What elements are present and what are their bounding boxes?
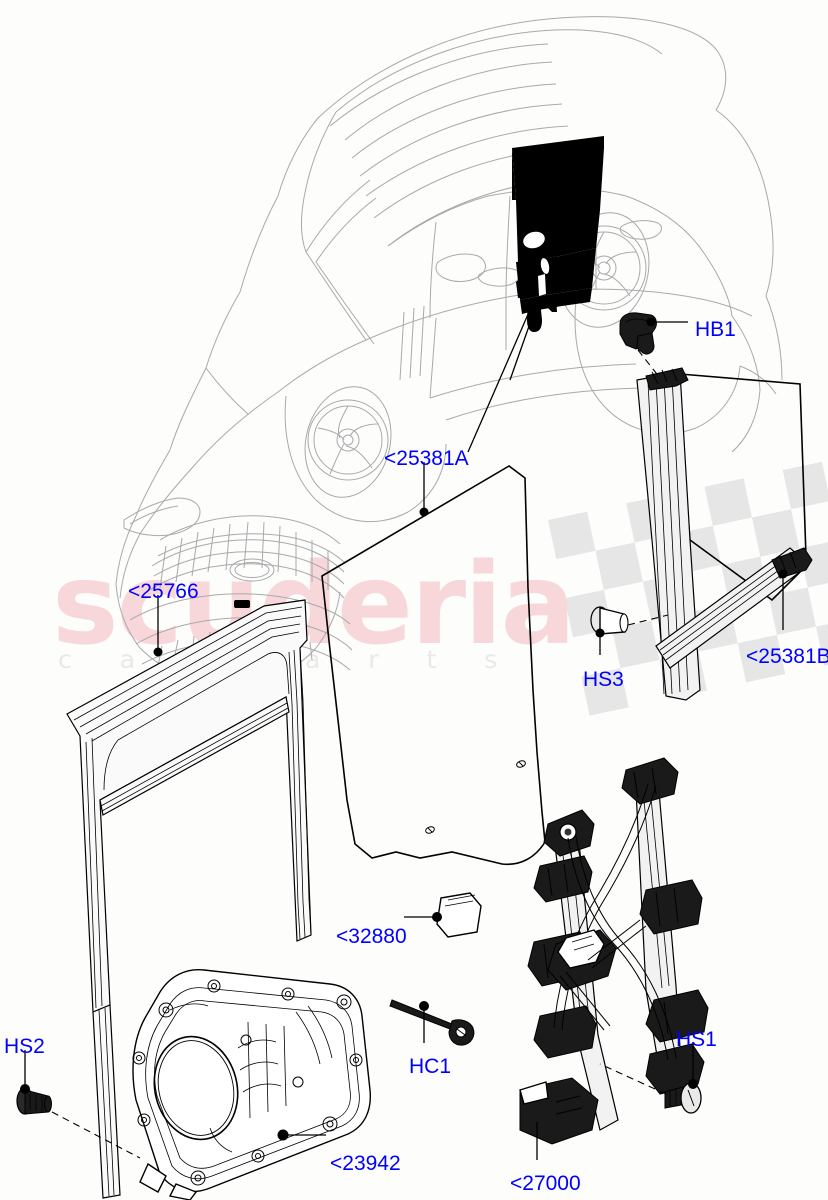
label-25381a: <25381A bbox=[384, 447, 469, 470]
label-hb1: HB1 bbox=[695, 318, 736, 341]
label-hc1: HC1 bbox=[409, 1055, 452, 1078]
label-27000: <27000 bbox=[510, 1172, 581, 1195]
label-32880: <32880 bbox=[336, 925, 407, 948]
label-23942: <23942 bbox=[330, 1152, 401, 1175]
label-hs3: HS3 bbox=[583, 668, 624, 691]
label-25766: <25766 bbox=[128, 580, 199, 603]
label-hs1: HS1 bbox=[676, 1028, 717, 1051]
label-25381b: <25381B bbox=[746, 645, 828, 668]
label-hs2: HS2 bbox=[4, 1035, 45, 1058]
